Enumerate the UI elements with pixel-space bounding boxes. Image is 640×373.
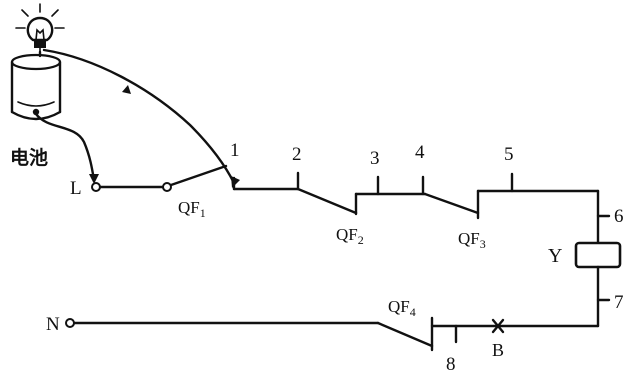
test-lamp-icon [15,3,65,53]
breaker-qf1-label: QF1 [178,198,206,220]
point-3-label: 3 [370,148,380,169]
test-points-top [296,171,611,218]
point-5-label: 5 [504,144,514,165]
point-4-label: 4 [415,142,425,163]
coil-y [574,241,622,269]
fault-point-b-label: B [492,340,504,360]
breaker-qf1 [169,164,236,191]
breaker-qf3-label: QF3 [458,229,486,251]
battery-label: 电池 [10,146,48,169]
terminal-n-label: N [46,314,60,335]
test-lead-battery [34,112,96,182]
battery-icon [10,53,62,121]
test-lead-lamp [42,48,236,185]
breaker-qf4 [376,316,434,352]
coil-y-label: Y [548,245,562,267]
point-7-label: 7 [614,292,624,313]
fault-point-b-icon [491,318,505,334]
point-8-label: 8 [446,354,456,373]
point-1-label: 1 [230,140,240,161]
terminal-l-label: L [70,178,82,199]
point-6-label: 6 [614,206,624,227]
breaker-qf2 [296,187,358,216]
breaker-qf3 [423,189,480,220]
breaker-qf4-label: QF4 [388,297,416,319]
breaker-qf2-label: QF2 [336,225,364,247]
point-2-label: 2 [292,144,302,165]
terminal-n [65,318,75,328]
